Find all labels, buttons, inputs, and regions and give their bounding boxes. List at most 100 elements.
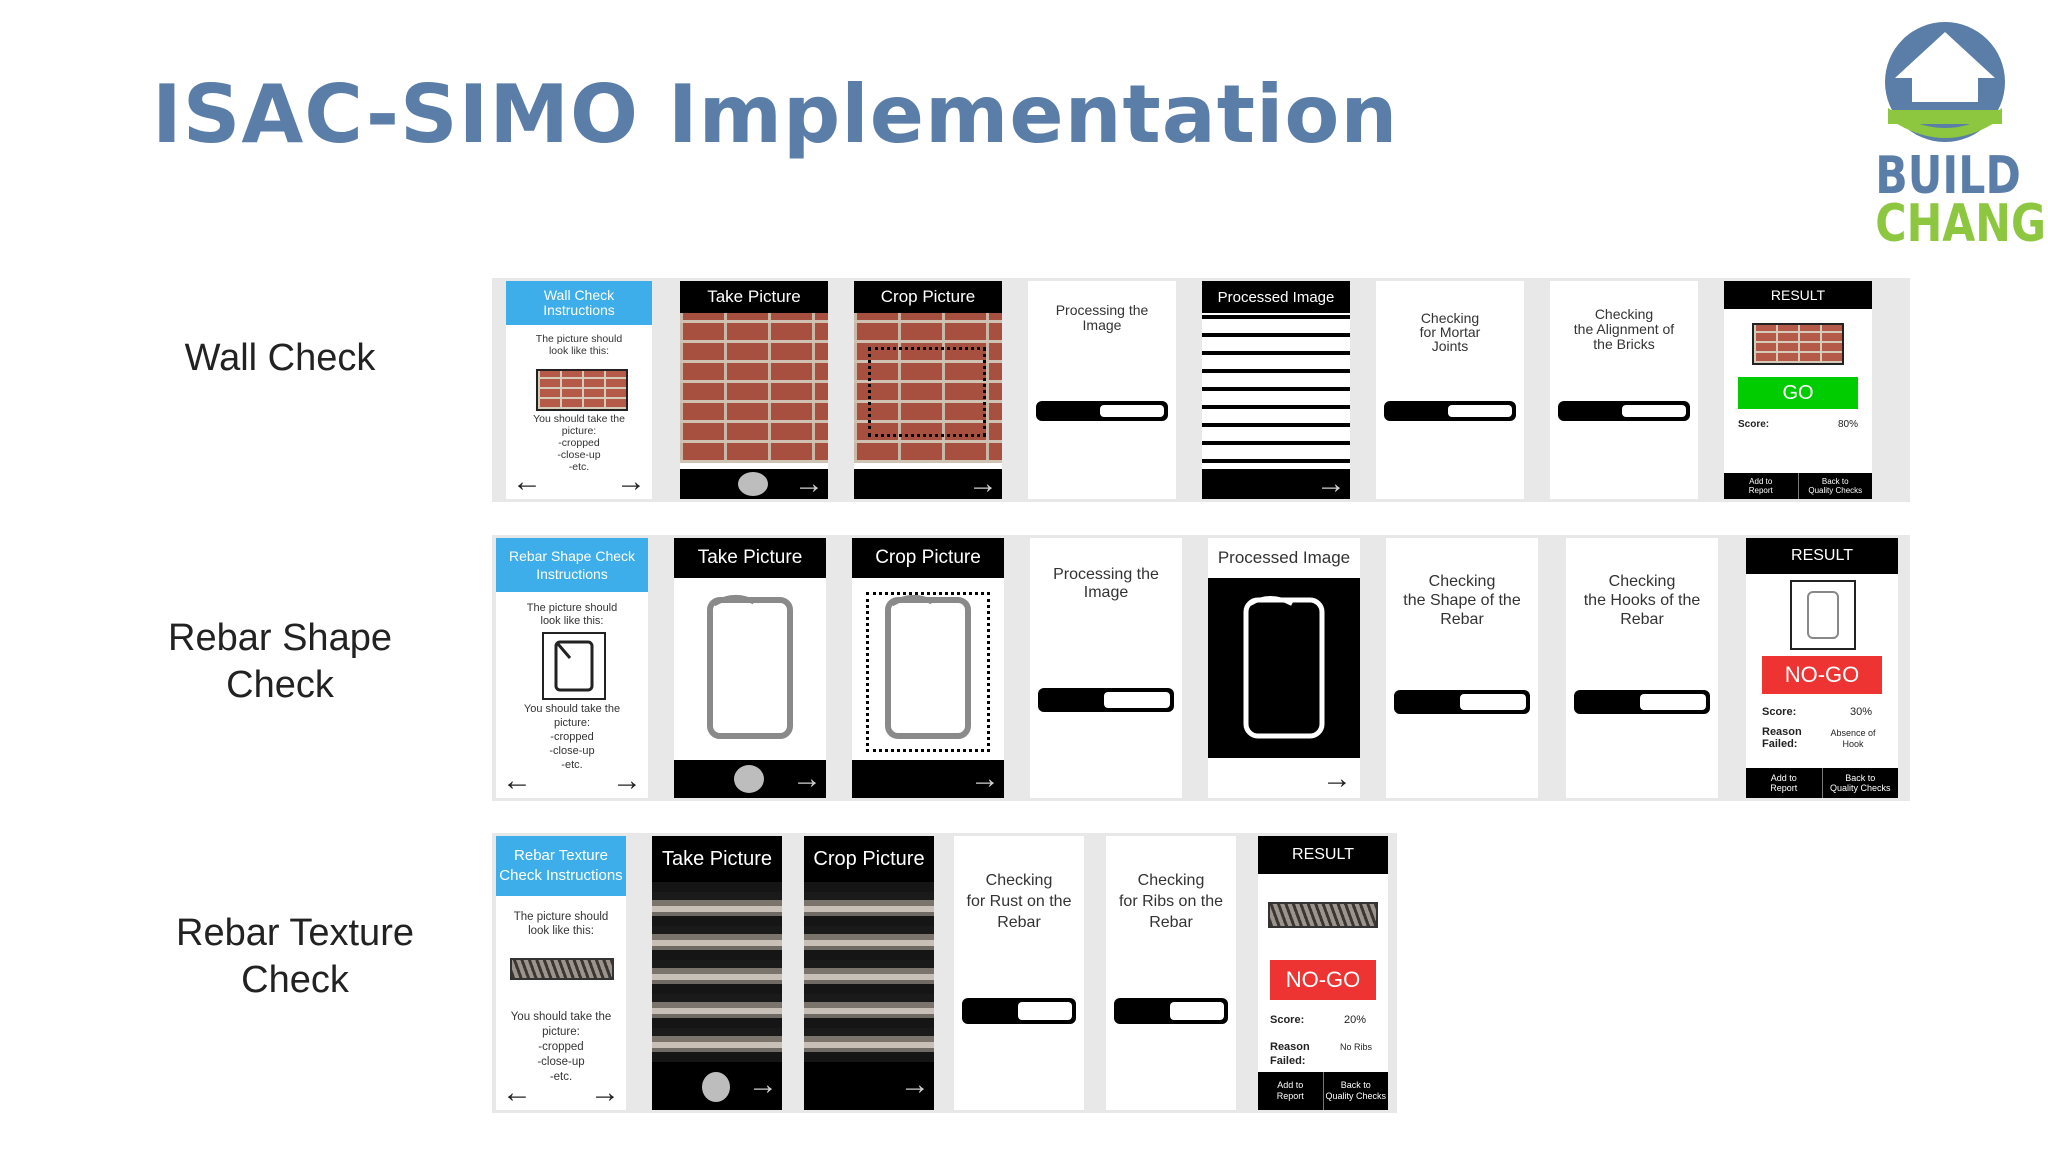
texture-check-rust-screen: Checking for Rust on the Rebar <box>954 836 1084 1110</box>
progress-bar <box>1394 690 1530 714</box>
wall-take-picture-screen: Take Picture → <box>680 281 828 499</box>
wall-instructions-bottom-text: You should take the picture: -cropped -c… <box>533 413 625 473</box>
progress-bar-remaining <box>1622 405 1686 417</box>
score-value: 30% <box>1849 706 1872 718</box>
progress-bar-remaining <box>1640 694 1706 710</box>
result-footer: Add to Report Back to Quality Checks <box>1724 473 1872 499</box>
back-arrow-icon[interactable]: ← <box>502 764 532 797</box>
add-to-report-button[interactable]: Add to Report <box>1748 477 1773 495</box>
wall-crop-picture-screen: Crop Picture → <box>854 281 1002 499</box>
progress-bar <box>1384 401 1516 421</box>
shape-take-picture-header: Take Picture <box>674 538 826 578</box>
texture-crop-picture-header: Crop Picture <box>804 836 934 882</box>
next-arrow-icon[interactable]: → <box>1316 467 1346 499</box>
score-label: Score: <box>1762 706 1797 718</box>
back-arrow-icon[interactable]: ← <box>512 465 542 498</box>
progress-bar-remaining <box>1460 694 1526 710</box>
back-to-quality-checks-button[interactable]: Back to Quality Checks <box>1797 473 1873 499</box>
capture-button[interactable] <box>702 1072 730 1102</box>
next-arrow-icon[interactable]: → <box>590 1076 620 1109</box>
texture-check-ribs-screen: Checking for Ribs on the Rebar <box>1106 836 1236 1110</box>
add-to-report-button[interactable]: Add to Report <box>1770 773 1798 793</box>
result-status-nogo: NO-GO <box>1762 656 1882 694</box>
next-arrow-icon[interactable]: → <box>968 467 998 499</box>
shape-processing-text: Processing the Image <box>1053 566 1159 601</box>
house-icon <box>1885 22 2005 142</box>
rebar-texture-photo <box>804 882 934 1062</box>
texture-check-ribs-text: Checking for Ribs on the Rebar <box>1118 872 1224 931</box>
shape-instructions-bottom-text: You should take the picture: -cropped -c… <box>523 703 621 771</box>
shape-processing-screen: Processing the Image <box>1030 538 1182 798</box>
wall-result-header: RESULT <box>1724 281 1872 309</box>
rebar-photo <box>885 595 971 739</box>
back-to-quality-checks-button[interactable]: Back to Quality Checks <box>1821 768 1899 798</box>
processed-toolbar: → <box>1202 469 1350 499</box>
next-arrow-icon[interactable]: → <box>794 467 824 499</box>
score-value: 20% <box>1343 1014 1366 1026</box>
next-arrow-icon[interactable]: → <box>1322 762 1352 795</box>
result-status-nogo: NO-GO <box>1270 960 1376 1000</box>
score-value: 80% <box>1837 419 1858 430</box>
next-arrow-icon[interactable]: → <box>616 465 646 498</box>
next-arrow-icon[interactable]: → <box>792 762 822 795</box>
wall-check-strip: Wall Check Instructions The picture shou… <box>492 278 1910 502</box>
shape-crop-picture-header: Crop Picture <box>852 538 1004 578</box>
shape-processed-image-header: Processed Image <box>1217 548 1351 567</box>
shape-check-shape-text: Checking the Shape of the Rebar <box>1403 573 1521 628</box>
texture-instructions-top-text: The picture should look like this: <box>513 911 609 937</box>
texture-crop-picture-screen: Crop Picture → <box>804 836 934 1110</box>
capture-button[interactable] <box>738 472 768 496</box>
next-arrow-icon[interactable]: → <box>612 764 642 797</box>
shape-result-header: RESULT <box>1746 538 1898 574</box>
rebar-texture-photo <box>652 882 782 1062</box>
rebar-shape-sample-image <box>542 632 606 700</box>
row-label-rebar-texture-check: Rebar Texture Check <box>176 912 414 1001</box>
logo-text-change: CHANGE <box>1875 194 2048 254</box>
brick-wall-photo <box>680 313 828 463</box>
texture-instructions-bottom-text: You should take the picture: -cropped -c… <box>510 1011 612 1083</box>
back-arrow-icon[interactable]: ← <box>502 1076 532 1109</box>
capture-button[interactable] <box>734 765 764 793</box>
camera-toolbar: → <box>674 760 826 798</box>
progress-bar <box>962 998 1076 1024</box>
shape-instructions-top-text: The picture should look like this: <box>526 602 618 627</box>
shape-crop-picture-screen: Crop Picture → <box>852 538 1004 798</box>
wall-crop-picture-header: Crop Picture <box>854 281 1002 313</box>
back-to-quality-checks-button[interactable]: Back to Quality Checks <box>1322 1072 1389 1110</box>
crop-rectangle[interactable] <box>866 592 990 752</box>
wall-check-alignment-screen: Checking the Alignment of the Bricks <box>1550 281 1698 499</box>
result-rebar-thumbnail <box>1790 580 1856 650</box>
next-arrow-icon[interactable]: → <box>970 762 1000 795</box>
progress-bar-remaining <box>1448 405 1512 417</box>
shape-instructions-header: Rebar Shape Check Instructions <box>496 538 648 592</box>
logo-text-build: BUILD <box>1875 146 2021 206</box>
progress-bar-remaining <box>1104 692 1170 708</box>
wall-processed-image-screen: Processed Image → <box>1202 281 1350 499</box>
next-arrow-icon[interactable]: → <box>900 1068 930 1101</box>
score-label: Score: <box>1270 1014 1305 1026</box>
crop-rectangle[interactable] <box>868 347 986 437</box>
wall-check-mortar-screen: Checking for Mortar Joints <box>1376 281 1524 499</box>
reason-failed-value: No Ribs <box>1339 1042 1372 1052</box>
texture-instructions-screen: Rebar Texture Check Instructions The pic… <box>496 836 626 1110</box>
rebar-shape-check-strip: Rebar Shape Check Instructions The pictu… <box>492 535 1910 801</box>
reason-failed-value: Absence of Hook <box>1830 728 1876 749</box>
shape-instructions-screen: Rebar Shape Check Instructions The pictu… <box>496 538 648 798</box>
result-rebar-thumbnail <box>1268 902 1378 928</box>
progress-bar <box>1114 998 1228 1024</box>
wall-instructions-top-text: The picture should look like this: <box>535 333 623 357</box>
camera-toolbar: → <box>652 1062 782 1110</box>
next-arrow-icon[interactable]: → <box>748 1068 778 1101</box>
shape-check-hooks-text: Checking the Hooks of the Rebar <box>1583 573 1701 628</box>
texture-take-picture-header: Take Picture <box>652 836 782 882</box>
progress-bar-remaining <box>1170 1002 1224 1020</box>
progress-bar <box>1574 690 1710 714</box>
brick-wall-photo <box>854 313 1002 463</box>
texture-instructions-header: Rebar Texture Check Instructions <box>496 836 626 896</box>
add-to-report-button[interactable]: Add to Report <box>1276 1080 1304 1101</box>
shape-take-picture-screen: Take Picture → <box>674 538 826 798</box>
wall-instructions-header: Wall Check Instructions <box>506 281 652 325</box>
crop-toolbar: → <box>854 469 1002 499</box>
texture-take-picture-screen: Take Picture → <box>652 836 782 1110</box>
result-brick-thumbnail <box>1752 323 1844 365</box>
